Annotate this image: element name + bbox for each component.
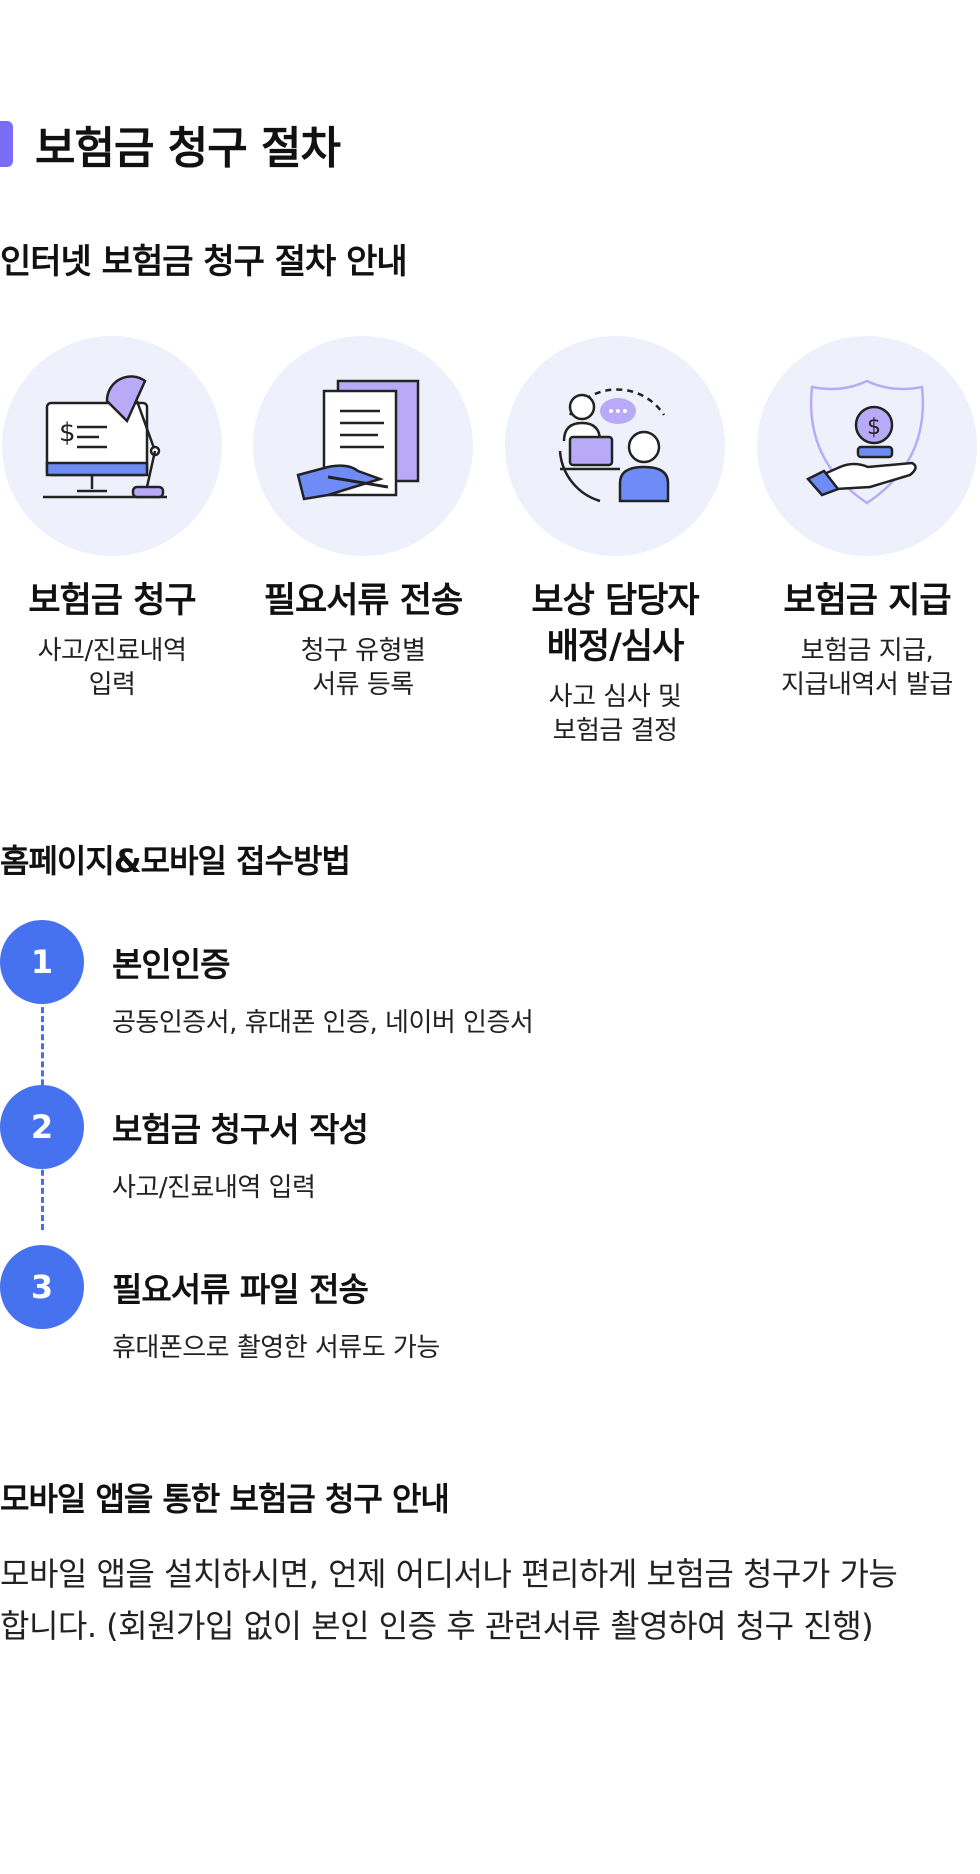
step-desc-line: 보험금 지급,	[800, 636, 934, 666]
step-payment: $ 보험금 지급 보험금 지급, 지급내역서 발급	[757, 336, 977, 702]
step-desc-line: 사고 심사 및	[548, 682, 682, 712]
step-desc-line: 보험금 결정	[552, 716, 678, 746]
step-desc-line: 사고/진료내역	[37, 636, 187, 666]
page-title-block: 보험금 청구 절차	[0, 112, 341, 176]
timeline-item-desc: 휴대폰으로 촬영한 서류도 가능	[112, 1333, 440, 1363]
step-label: 보험금 지급	[783, 581, 951, 621]
mobile-section-title: 모바일 앱을 통한 보험금 청구 안내	[0, 1480, 450, 1518]
timeline-item-desc: 사고/진료내역 입력	[112, 1173, 316, 1203]
step-documents: 필요서류 전송 청구 유형별 서류 등록	[253, 336, 473, 702]
step-icon-circle: $	[2, 336, 222, 556]
internet-section-title: 인터넷 보험금 청구 절차 안내	[0, 242, 408, 282]
consultation-icon	[558, 388, 670, 503]
page-title: 보험금 청구 절차	[35, 123, 341, 174]
step-desc: 보험금 지급, 지급내역서 발급	[757, 634, 977, 702]
svg-text:$: $	[867, 415, 881, 440]
step-label: 보험금 청구	[28, 581, 196, 621]
step-desc-line: 지급내역서 발급	[781, 670, 953, 700]
timeline-item-label: 보험금 청구서 작성	[112, 1110, 369, 1149]
internet-claim-steps: $ 보험금 청구 사고/진료내역 입력	[0, 336, 980, 766]
mobile-desc-line: 모바일 앱을 설치하시면, 언제 어디서나 편리하게 보험금 청구가 가능	[0, 1555, 898, 1593]
shield-payment-icon: $	[805, 379, 925, 505]
step-label: 보상 담당자 배정/심사	[505, 578, 725, 670]
step-desc-line: 청구 유형별	[300, 636, 426, 666]
step-label: 필요서류 전송	[263, 581, 463, 621]
step-icon-circle	[253, 336, 473, 556]
step-desc: 사고/진료내역 입력	[2, 634, 222, 702]
svg-text:$: $	[59, 418, 76, 448]
step-number-badge: 2	[0, 1085, 84, 1169]
step-icon-circle: $	[757, 336, 977, 556]
step-icon-circle	[505, 336, 725, 556]
timeline-item-label: 본인인증	[112, 945, 230, 984]
mobile-desc-line: 합니다. (회원가입 없이 본인 인증 후 관련서류 촬영하여 청구 진행)	[0, 1607, 874, 1645]
timeline-item-desc: 공동인증서, 휴대폰 인증, 네이버 인증서	[112, 1008, 534, 1038]
mobile-section-desc: 모바일 앱을 설치하시면, 언제 어디서나 편리하게 보험금 청구가 가능 합니…	[0, 1548, 960, 1652]
document-signing-icon	[296, 379, 420, 501]
homepage-section-title: 홈페이지&모바일 접수방법	[0, 842, 351, 880]
step-desc: 사고 심사 및 보험금 결정	[505, 680, 725, 748]
computer-lamp-icon: $	[43, 375, 167, 499]
step-label-line: 배정/심사	[546, 627, 685, 667]
step-review: 보상 담당자 배정/심사 사고 심사 및 보험금 결정	[505, 336, 725, 748]
step-desc-line: 입력	[88, 670, 136, 700]
step-number-badge: 1	[0, 920, 84, 1004]
step-label-line: 보상 담당자	[531, 581, 699, 621]
title-accent-bar	[0, 121, 13, 167]
step-desc-line: 서류 등록	[312, 670, 414, 700]
homepage-steps-timeline: 1 본인인증 공동인증서, 휴대폰 인증, 네이버 인증서 2 보험금 청구서 …	[0, 920, 980, 1363]
step-desc: 청구 유형별 서류 등록	[253, 634, 473, 702]
step-number-badge: 3	[0, 1245, 84, 1329]
timeline-item-label: 필요서류 파일 전송	[112, 1270, 369, 1309]
step-claim: $ 보험금 청구 사고/진료내역 입력	[2, 336, 222, 702]
